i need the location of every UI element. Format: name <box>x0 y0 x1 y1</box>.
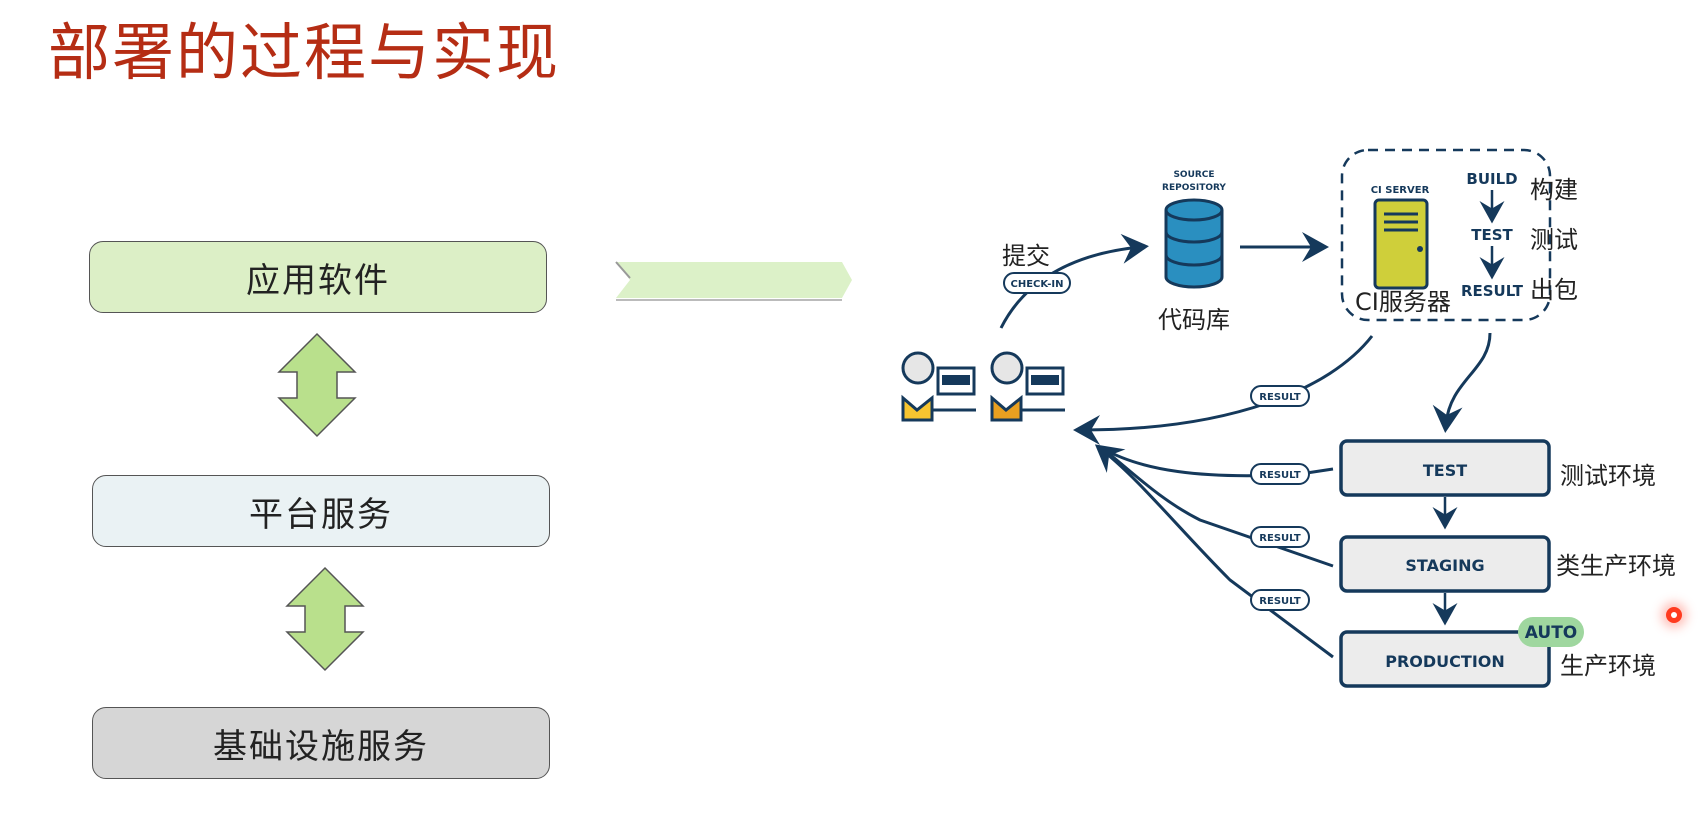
developer-icon <box>990 351 1065 422</box>
ci-step-result-cn: 出包 <box>1530 276 1578 304</box>
svg-text:STAGING: STAGING <box>1405 556 1484 575</box>
env-staging-cn: 类生产环境 <box>1556 552 1676 580</box>
layer-label: 应用软件 <box>246 260 390 301</box>
database-icon <box>1164 198 1224 289</box>
checkin-badge: CHECK-IN <box>1003 272 1071 294</box>
ci-step-result: RESULT <box>1461 282 1524 300</box>
ci-server-box <box>1340 148 1552 322</box>
ci-result-arrow <box>1073 335 1374 445</box>
ci-to-test-arrow <box>1432 332 1492 433</box>
svg-text:RESULT: RESULT <box>1259 596 1301 607</box>
page-title: 部署的过程与实现 <box>48 16 561 89</box>
svg-text:TEST: TEST <box>1423 461 1467 480</box>
ci-server-cn-label: CI服务器 <box>1355 288 1451 316</box>
env-production-cn: 生产环境 <box>1560 652 1656 680</box>
svg-text:RESULT: RESULT <box>1259 470 1301 481</box>
source-repo-cn-label: 代码库 <box>1158 306 1230 334</box>
recording-indicator-icon <box>1666 607 1682 623</box>
svg-text:RESULT: RESULT <box>1259 392 1301 403</box>
env-test-box: TEST <box>1339 439 1551 497</box>
layer-platform-service: 平台服务 <box>92 475 550 547</box>
developer-icon <box>901 351 976 422</box>
svg-text:PRODUCTION: PRODUCTION <box>1385 652 1505 671</box>
ci-step-build: BUILD <box>1466 170 1517 188</box>
env-production-box: PRODUCTION <box>1339 630 1551 688</box>
layer-label: 平台服务 <box>249 494 393 535</box>
svg-text:AUTO: AUTO <box>1525 623 1578 643</box>
layer-application-software: 应用软件 <box>89 241 547 313</box>
layer-infrastructure-service: 基础设施服务 <box>92 707 550 779</box>
chevron-arrow-icon <box>615 261 852 301</box>
source-repo-label: SOURCE <box>1173 170 1214 180</box>
layer-label: 基础设施服务 <box>213 726 429 767</box>
env-test-cn: 测试环境 <box>1560 462 1656 490</box>
ci-server-label: CI SERVER <box>1371 185 1430 196</box>
source-repo-label: REPOSITORY <box>1162 183 1226 193</box>
result-badge: RESULT <box>1250 463 1310 485</box>
env-staging-box: STAGING <box>1339 535 1551 593</box>
result-badge: RESULT <box>1250 526 1310 548</box>
production-result-arrow <box>1094 444 1334 659</box>
svg-text:RESULT: RESULT <box>1259 533 1301 544</box>
result-badge: RESULT <box>1250 385 1310 407</box>
auto-badge: AUTO <box>1518 617 1584 647</box>
ci-step-build-cn: 构建 <box>1530 176 1578 204</box>
ci-step-test-cn: 测试 <box>1530 226 1578 254</box>
svg-text:CHECK-IN: CHECK-IN <box>1011 279 1064 290</box>
double-arrow-icon <box>285 566 365 672</box>
result-badge: RESULT <box>1250 589 1310 611</box>
double-arrow-icon <box>277 332 357 438</box>
server-icon <box>1373 198 1429 290</box>
checkin-cn-label: 提交 <box>1002 242 1050 270</box>
ci-step-test: TEST <box>1471 226 1513 244</box>
